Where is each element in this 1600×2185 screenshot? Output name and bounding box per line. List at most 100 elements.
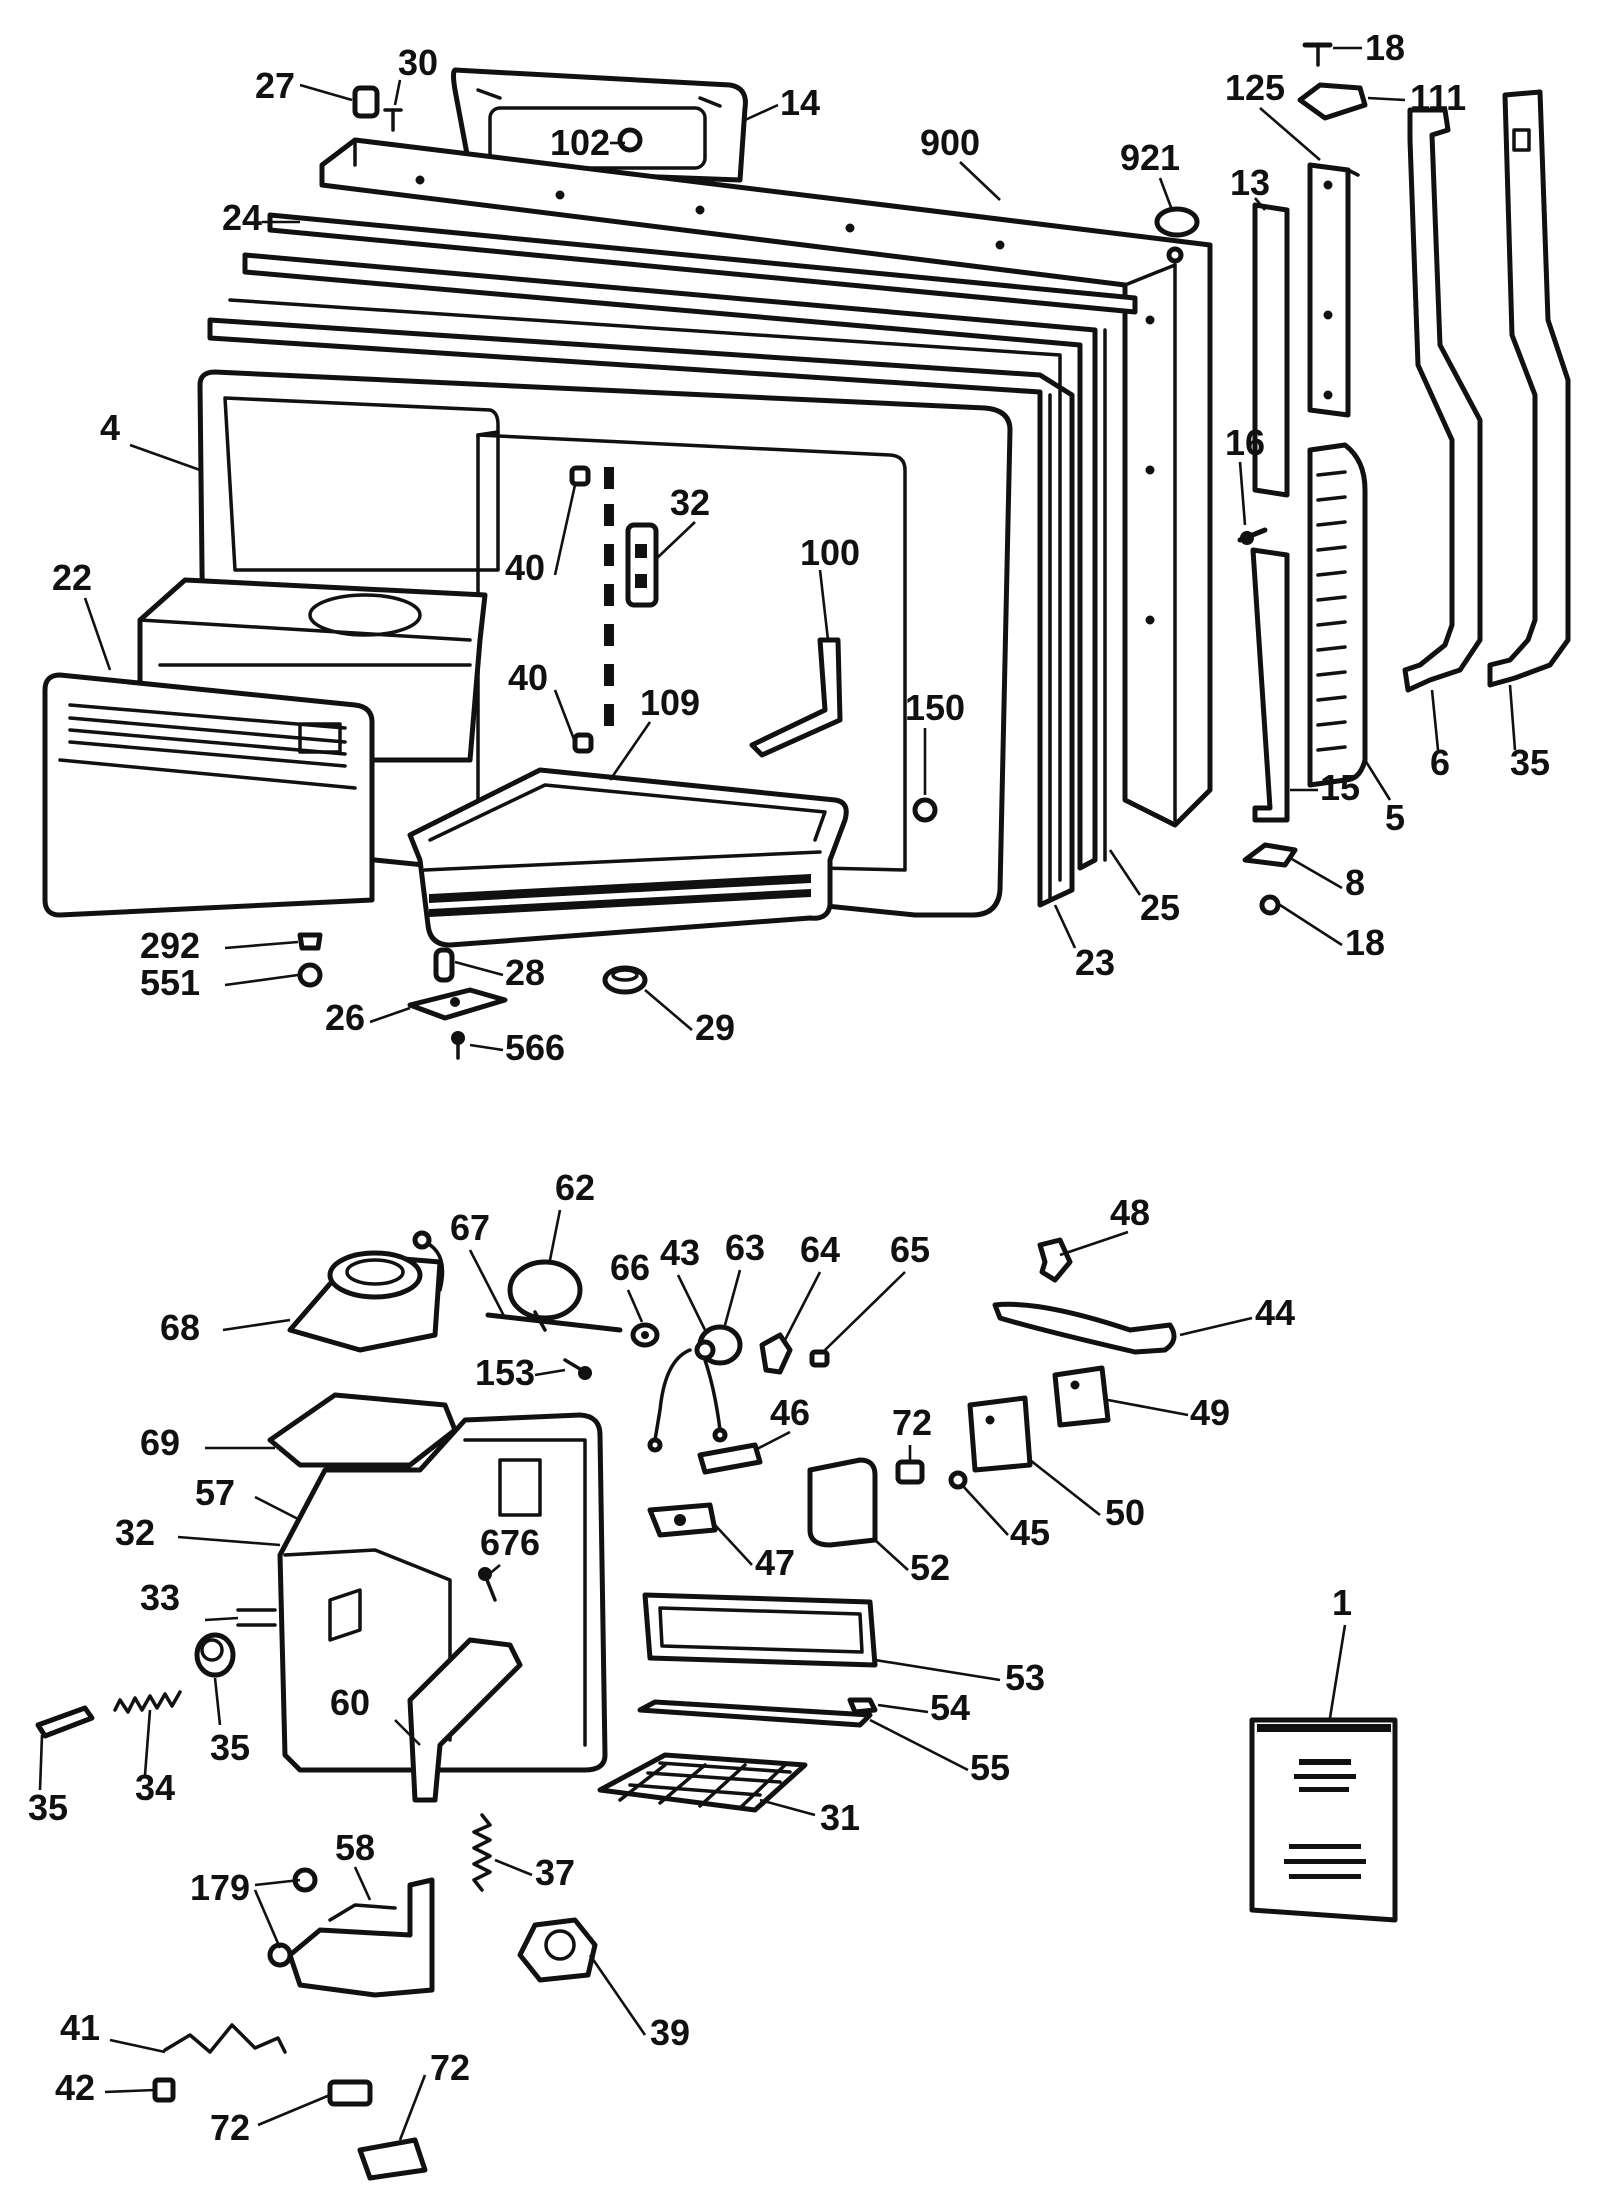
leader-line (213, 1677, 222, 1726)
leader-line (222, 1318, 291, 1332)
leader-line (1367, 96, 1406, 102)
leader-line (224, 973, 299, 987)
part-49-plate (1052, 1365, 1111, 1428)
label-69: 69 (140, 1422, 180, 1463)
leader-line (1107, 1398, 1189, 1417)
label-29: 29 (695, 1007, 735, 1048)
part-53-frame (642, 1592, 878, 1668)
label-566: 566 (505, 1027, 565, 1068)
part-40-plug-upper (569, 465, 591, 487)
label-150: 150 (905, 687, 965, 728)
leader-line (398, 2074, 427, 2141)
leader-line (1279, 903, 1343, 947)
leader-line (759, 1798, 816, 1817)
label-25: 25 (1140, 887, 1180, 928)
leader-line (869, 1718, 969, 1772)
leader-line (1029, 1458, 1101, 1517)
leader-line (744, 103, 779, 122)
leader-line (608, 721, 652, 781)
part-67-rod (485, 1312, 623, 1333)
part-50-plate (967, 1395, 1033, 1473)
part-18-screw-upper (1302, 42, 1333, 67)
part-100-bracket (749, 637, 843, 758)
leader-line (626, 1289, 644, 1323)
leader-line (83, 597, 112, 671)
leader-line (1158, 177, 1174, 211)
leader-line (644, 989, 693, 1031)
part-150-knob (912, 797, 938, 823)
leader-line (1254, 197, 1266, 211)
leader-line (1328, 1624, 1347, 1719)
leader-line (394, 1719, 421, 1746)
part-68-cover (287, 1230, 445, 1353)
part-8-hinge-pad (1242, 842, 1298, 868)
part-27-plug (352, 85, 380, 119)
part-62-disc (507, 1259, 583, 1332)
part-900-cabinet-shell (319, 137, 1213, 828)
wall-slot-column (604, 467, 614, 726)
label-13: 13 (1230, 162, 1270, 203)
leader-line (1179, 1316, 1253, 1337)
leader-line (299, 83, 353, 102)
label-35-shaft: 35 (28, 1787, 68, 1828)
label-42: 42 (55, 2067, 95, 2108)
label-64: 64 (800, 1229, 840, 1270)
label-43: 43 (660, 1232, 700, 1273)
part-566-screw (451, 1031, 465, 1060)
leader-line (824, 1271, 906, 1351)
leader-line (353, 1866, 372, 1901)
leader-line (714, 1524, 753, 1566)
part-13-channel-upper (1252, 202, 1290, 498)
label-49: 49 (1190, 1392, 1230, 1433)
part-47-socket (647, 1502, 718, 1538)
part-57-housing (277, 1412, 608, 1773)
part-31-grid-tray (597, 1752, 808, 1813)
part-6-handle (1402, 107, 1483, 693)
part-35-cap (194, 1632, 236, 1678)
leader-line (1108, 849, 1142, 896)
part-72-relay-mid (327, 2079, 373, 2107)
part-24-trim-strip (267, 212, 1138, 315)
label-18-lower: 18 (1345, 922, 1385, 963)
leader-line (783, 1271, 822, 1341)
label-55: 55 (970, 1747, 1010, 1788)
leader-lines (38, 46, 1517, 2141)
part-125-bracket (1307, 162, 1360, 418)
leader-line (468, 1249, 507, 1319)
label-900: 900 (920, 122, 980, 163)
part-551-screw (297, 962, 323, 988)
label-45: 45 (1010, 1512, 1050, 1553)
label-50: 50 (1105, 1492, 1145, 1533)
label-100: 100 (800, 532, 860, 573)
leader-line (129, 443, 201, 472)
part-39-motor (517, 1917, 598, 1983)
label-48: 48 (1110, 1192, 1150, 1233)
leader-line (38, 1734, 44, 1791)
part-number-labels: 27 30 14 102 900 921 18 125 111 13 24 4 … (28, 27, 1550, 2148)
part-44-arm (992, 1301, 1177, 1355)
label-40-upper: 40 (505, 547, 545, 588)
leader-line (959, 161, 1001, 201)
part-72-relay-upper (895, 1459, 925, 1485)
part-109-crisper (407, 767, 849, 948)
leader-line (534, 1368, 566, 1377)
leader-line (177, 1535, 281, 1547)
part-35-shaft (35, 1705, 95, 1739)
label-37: 37 (535, 1852, 575, 1893)
label-44: 44 (1255, 1292, 1295, 1333)
part-72-relay-low (357, 2137, 428, 2181)
label-109: 109 (640, 682, 700, 723)
leader-line (224, 940, 299, 950)
label-179: 179 (190, 1867, 250, 1908)
leader-line (961, 1484, 1009, 1536)
leader-line (104, 2088, 156, 2094)
label-63: 63 (725, 1227, 765, 1268)
leader-line (257, 2093, 331, 2127)
part-921-cap (1154, 206, 1200, 238)
leader-line (553, 484, 577, 576)
leader-line (874, 1658, 1001, 1682)
part-37-spring (472, 1813, 492, 1892)
label-67: 67 (450, 1207, 490, 1248)
leader-line (723, 1269, 742, 1326)
